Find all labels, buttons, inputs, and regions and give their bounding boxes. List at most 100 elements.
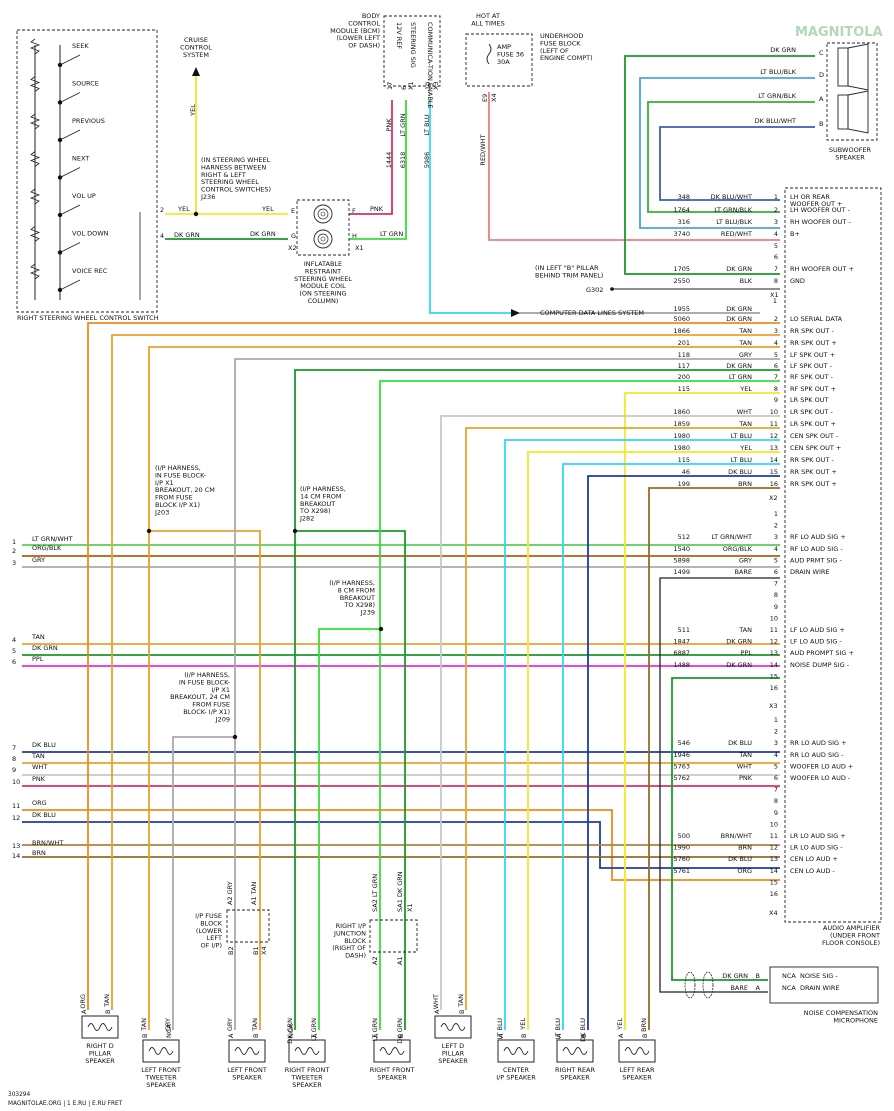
amp-pin: 7 <box>774 265 778 273</box>
wire-color-label: PNK <box>385 118 393 132</box>
fuse-box <box>465 33 533 87</box>
wire-color-label: ORG <box>79 994 87 1009</box>
fuse-pin: E9 <box>481 94 489 102</box>
speaker-pin: B <box>141 1034 149 1038</box>
bcm-label: (LOWER LEFT <box>337 34 381 42</box>
resistor-icon <box>29 263 41 280</box>
amp-function-label: AUD PRMT SIG - <box>790 556 843 564</box>
speaker-name-label: LEFT D <box>442 1042 464 1050</box>
wire-color-label: YEL <box>189 104 197 117</box>
wire-color-label: YEL <box>519 1018 527 1031</box>
wire-color-label: ORG/BLK <box>32 544 62 552</box>
wire-color-label: YEL <box>177 205 190 213</box>
wire-color-label: DK BLU/WHT <box>755 117 796 125</box>
switch-contact-icon <box>59 54 81 66</box>
fuse-block-label: ENGINE COMPT) <box>540 54 593 62</box>
wire-color-label: PPL <box>32 655 44 663</box>
switch-contact-icon <box>59 167 81 178</box>
circuit-label: 1980 <box>673 432 690 440</box>
input-row-number: 8 <box>12 755 16 763</box>
coil-pin: G <box>291 232 296 240</box>
fuse-block-label: (LEFT OF <box>540 47 569 55</box>
resistor-icon <box>29 226 41 242</box>
ip-fuse-block-label: (LOWER <box>196 927 223 935</box>
circuit-label: 5761 <box>673 867 690 875</box>
input-row-number: 14 <box>12 852 20 860</box>
amplifier-caption: AUDIO AMPLIFIER <box>823 924 881 932</box>
arrow-right-icon <box>511 309 520 317</box>
circuit-label: 1847 <box>673 638 690 646</box>
coil-spiral-icon <box>320 211 326 217</box>
wire-color-label: PNK <box>32 775 46 783</box>
bcm-label: OF DASH) <box>348 42 380 50</box>
speaker-pin: A <box>311 1033 319 1038</box>
circuit-label: 200 <box>678 373 690 381</box>
amp-function-label: RR SPK OUT - <box>790 327 834 335</box>
circuit-label: 5986 <box>423 152 431 169</box>
ground-location-label: (IN LEFT "B" PILLAR <box>535 264 599 272</box>
amp-function-label: NOISE DUMP SIG - <box>790 661 850 669</box>
mic-pin: NCA <box>782 984 796 992</box>
switch-contact-dot <box>57 287 63 293</box>
junction-pin: A1 <box>396 956 404 965</box>
speaker-coil-icon <box>234 1047 260 1055</box>
junction-pin-label: SA1 DK GRN <box>396 871 404 912</box>
bcm-label: MODULE (BCM) <box>330 27 380 35</box>
junction-pin-label: SA2 LT GRN <box>371 874 379 912</box>
amp-pin: 6 <box>774 774 778 782</box>
switch-contact-icon <box>59 204 81 216</box>
connector-label: X4 <box>490 93 498 102</box>
wire-color-label: TAN <box>738 327 752 335</box>
circuit-label: 1540 <box>673 545 690 553</box>
switch-button-label: SOURCE <box>72 80 99 88</box>
center-ltblu-wire <box>504 439 780 1030</box>
amp-function-label: GND <box>790 277 805 285</box>
input-row-number: 2 <box>12 547 16 555</box>
wire-color-label: RED/WHT <box>479 134 487 165</box>
resistor-icon <box>29 113 41 130</box>
input-row-number: 9 <box>12 766 16 774</box>
right-rear-ltblu-wire <box>562 463 780 1030</box>
ip-fuse-block-label: I/P FUSE <box>195 912 222 920</box>
switch-contact-dot <box>57 100 63 105</box>
circuit-label: 512 <box>678 533 690 541</box>
left-d-pillar-tan-wire <box>465 427 780 1010</box>
circuit-label: 1499 <box>673 568 690 576</box>
wire-color-label: BLK <box>740 277 753 285</box>
harness-note-label: HARNESS BETWEEN <box>201 163 266 171</box>
amp-pin: 13 <box>770 855 778 863</box>
connector-label: X4 <box>260 946 268 955</box>
amp-pin: 3 <box>774 739 778 747</box>
coil-spiral-icon <box>313 204 333 224</box>
amp-pin: 4 <box>774 751 778 759</box>
harness-note-label: RIGHT & LEFT <box>201 171 246 179</box>
circuit-label: 2550 <box>673 277 690 285</box>
wire-color-label: ORG/BLK <box>723 545 753 553</box>
speaker-pin: B <box>397 1034 405 1038</box>
wire-color-label: BRN <box>32 849 46 857</box>
breakout-j209-label: BREAKOUT, 24 CM <box>170 693 230 701</box>
wire-color-label: WHT <box>432 994 440 1009</box>
cruise-system-label: SYSTEM <box>183 51 209 59</box>
speaker-pin: NCA <box>287 1024 295 1038</box>
speaker-coil-icon <box>440 1023 466 1031</box>
connector-label: X3 <box>769 702 778 710</box>
speaker-pin: B <box>458 1010 466 1014</box>
right-ip-junction-label: RIGHT I/P <box>336 922 367 930</box>
steering-switch-caption: RIGHT STEERING WHEEL CONTROL SWITCH <box>17 314 159 322</box>
b-plus-wire <box>488 92 780 241</box>
amp-function-label: LF LO AUD SIG + <box>790 626 845 634</box>
amplifier-box <box>784 187 882 923</box>
wire-color-label: BRN <box>738 844 752 852</box>
input-row-number: 4 <box>12 636 16 644</box>
breakout-j239-label: BREAKOUT <box>340 594 375 602</box>
coil-box <box>296 199 350 256</box>
amp-function-label: CEN SPK OUT - <box>790 432 839 440</box>
amp-function-label: RR SPK OUT + <box>790 339 837 347</box>
lf-tweeter-tan-wire <box>148 346 780 1030</box>
bcm-label: BODY <box>362 12 380 20</box>
speaker-pin: B <box>520 1034 528 1038</box>
harness-note-label: STEERING WHEEL <box>201 178 259 186</box>
amp-function-label: LR SPK OUT + <box>790 420 836 428</box>
